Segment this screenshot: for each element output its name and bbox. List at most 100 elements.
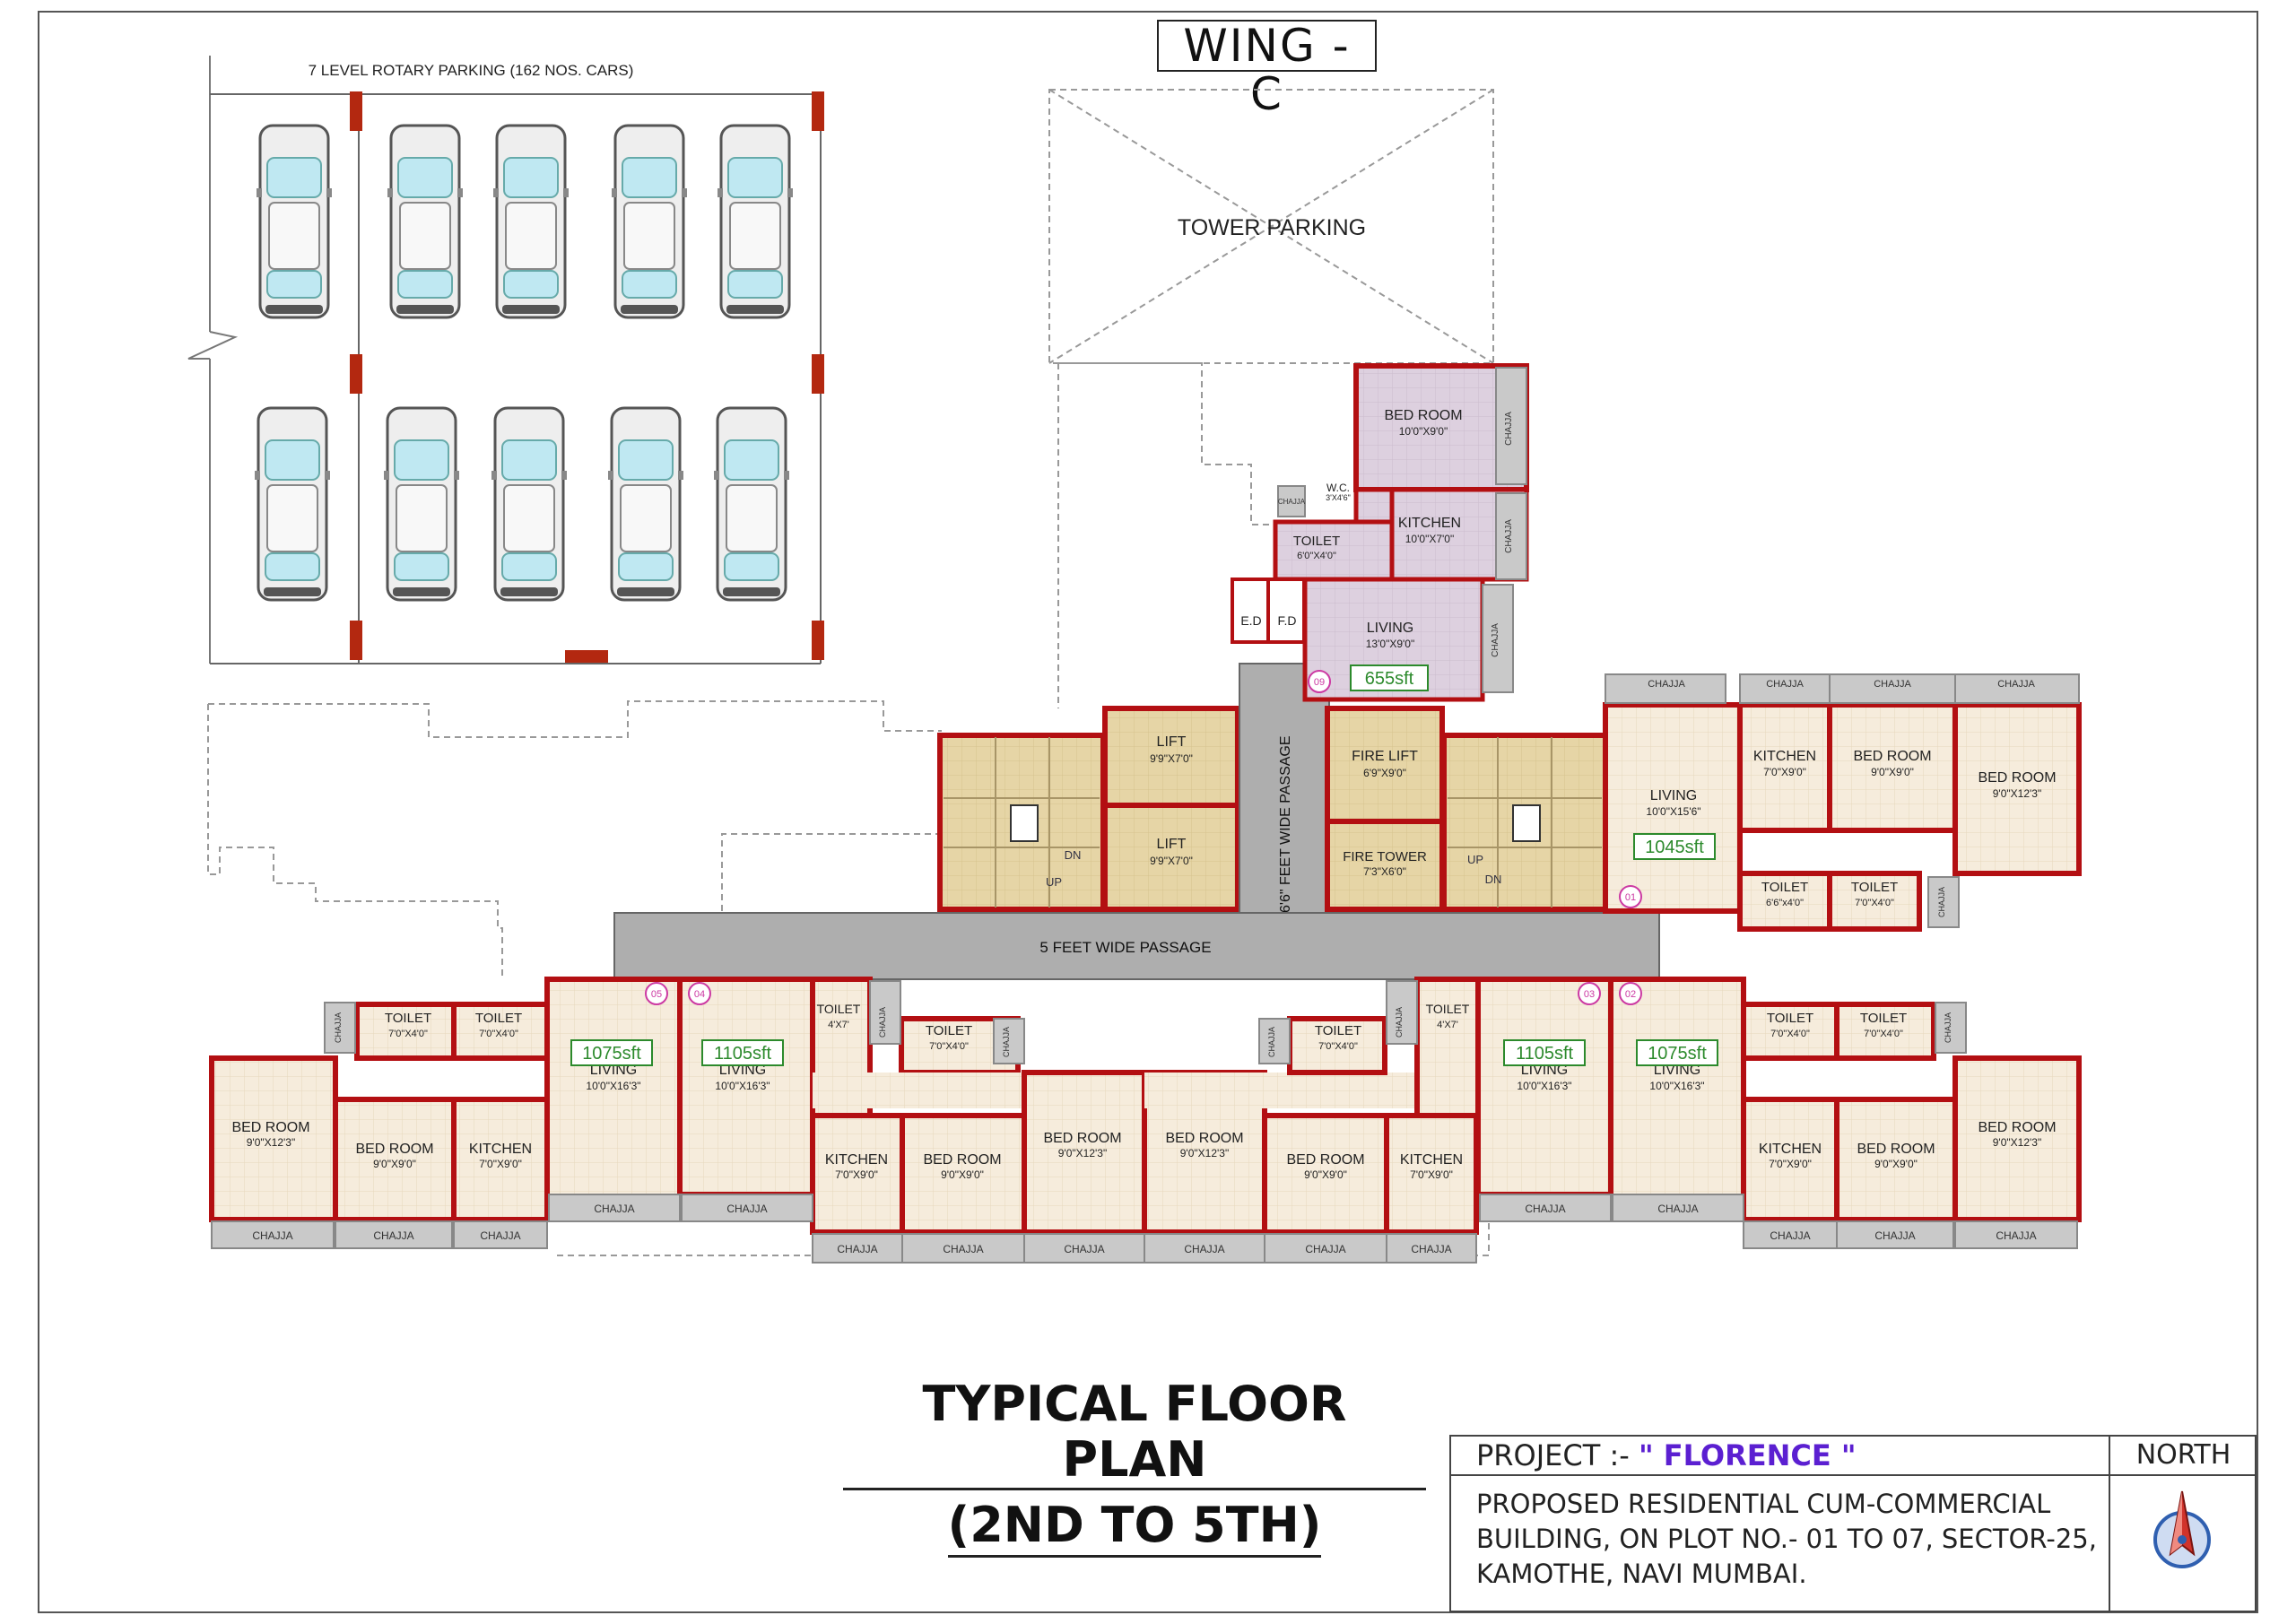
- room-size: 7'0"X4'0": [388, 1029, 428, 1039]
- chajja-label: CHAJJA: [334, 1012, 343, 1043]
- unit-area-tag: 1105sft: [714, 1044, 772, 1064]
- car-icon: [386, 124, 465, 319]
- room-name: BED ROOM: [1043, 1131, 1121, 1146]
- car-icon: [382, 406, 461, 602]
- unit-09: CHAJJA CHAJJA CHAJJA CHAJJA BED ROOM 10'…: [1231, 363, 1529, 702]
- chajja-label: CHAJJA: [1997, 679, 2035, 690]
- room-name: TOILET: [1860, 1011, 1907, 1026]
- chajja-label: CHAJJA: [1648, 679, 1685, 690]
- unit-04: CHAJJA CHAJJA LIVING 10'0"X16'3" TOILET …: [677, 977, 1147, 1235]
- chajja-label: CHAJJA: [726, 1203, 767, 1215]
- room-size: 10'0"X16'3": [586, 1080, 640, 1092]
- room-name: TOILET: [1761, 880, 1808, 895]
- description-line: KAMOTHE, NAVI MUMBAI.: [1476, 1559, 1807, 1589]
- room-name: LIFT: [1157, 837, 1187, 852]
- room-name: LIVING: [1521, 1063, 1568, 1078]
- project-description: PROPOSED RESIDENTIAL CUM-COMMERCIAL BUIL…: [1476, 1487, 2104, 1592]
- bottom-chajjas: CHAJJA CHAJJA CHAJJA CHAJJA CHAJJA CHAJJ…: [211, 1194, 2078, 1264]
- room-name: BED ROOM: [923, 1152, 1001, 1168]
- chajja-label: CHAJJA: [1504, 412, 1514, 446]
- chajja-label: CHAJJA: [1411, 1243, 1451, 1255]
- room-name: LIVING: [1650, 788, 1697, 803]
- chajja-label: CHAJJA: [1874, 1229, 1915, 1242]
- room-size: 9'0"X9'0": [941, 1168, 984, 1181]
- room-name: KITCHEN: [1398, 516, 1461, 531]
- room-name: 9'9"X7'0": [1150, 855, 1193, 867]
- chajja-label: CHAJJA: [594, 1203, 634, 1215]
- plan-title: TYPICAL FLOOR PLAN (2ND TO 5TH): [843, 1376, 1426, 1558]
- unit-area-tag: 655sft: [1365, 669, 1414, 689]
- fire-tower: [1325, 819, 1445, 912]
- unit-01: CHAJJA CHAJJA CHAJJA CHAJJA CHAJJA LIVIN…: [1603, 673, 2082, 932]
- chajja-label: CHAJJA: [1184, 1243, 1224, 1255]
- title-block: PROJECT :- " FLORENCE " NORTH PROPOSED R…: [1449, 1435, 2257, 1612]
- room-name: TOILET: [1851, 880, 1898, 895]
- chajja-label: CHAJJA: [1491, 623, 1500, 657]
- room-name: BED ROOM: [355, 1142, 433, 1157]
- unit-number-badge: 03: [1584, 989, 1595, 1000]
- chajja-label: CHAJJA: [1305, 1243, 1345, 1255]
- chajja-label: CHAJJA: [837, 1243, 877, 1255]
- vertical-passage-label: 6'6" FEET WIDE PASSAGE: [1278, 735, 1293, 913]
- room-name: BED ROOM: [1853, 749, 1931, 764]
- room-size: 10'0"X16'3": [715, 1080, 770, 1092]
- chajja-label: CHAJJA: [252, 1229, 292, 1242]
- room-size: 7'0"X9'0": [835, 1168, 878, 1181]
- room-size: 7'0"X4'0": [1318, 1041, 1358, 1052]
- plan-title-line1: TYPICAL FLOOR PLAN: [843, 1376, 1426, 1490]
- room-name: W.C.: [1326, 482, 1350, 494]
- chajja-label: CHAJJA: [1996, 1229, 2036, 1242]
- room-name: KITCHEN: [1400, 1152, 1463, 1168]
- chajja-label: CHAJJA: [1770, 1229, 1810, 1242]
- room-size: 7'3"X6'0": [1363, 865, 1406, 878]
- chajja-label: CHAJJA: [943, 1243, 983, 1255]
- vertical-passage: [1239, 663, 1330, 914]
- car-icon: [255, 124, 334, 319]
- rotary-parking: 7 LEVEL ROTARY PARKING (162 NOS. CARS): [187, 56, 824, 664]
- room-size: 3'X4'6": [1326, 493, 1351, 502]
- room-name: TOILET: [926, 1023, 972, 1038]
- fire-lift: [1325, 706, 1445, 824]
- project-row: PROJECT :- " FLORENCE ": [1451, 1437, 2110, 1476]
- room-name: BED ROOM: [1286, 1152, 1364, 1168]
- car-icon: [606, 406, 685, 602]
- unit-number-badge: 04: [694, 989, 705, 1000]
- unit-number-badge: 05: [651, 989, 662, 1000]
- room-size: 4'X7': [828, 1020, 849, 1030]
- room-size: 9'0"X12'3": [1993, 1136, 2041, 1149]
- unit-05: CHAJJA BED ROOM 9'0"X12'3" BED ROOM 9'0"…: [209, 977, 683, 1222]
- unit-number-badge: 09: [1314, 677, 1325, 688]
- room-size: 9'0"X9'0": [1871, 766, 1914, 778]
- chajja-label: CHAJJA: [373, 1229, 413, 1242]
- unit-number-badge: 02: [1625, 989, 1636, 1000]
- room-size: 7'0"X4'0": [1864, 1029, 1903, 1039]
- room-size: 7'0"X4'0": [479, 1029, 518, 1039]
- chajja-label: CHAJJA: [1395, 1007, 1404, 1038]
- description-line: BUILDING, ON PLOT NO.- 01 TO 07, SECTOR-…: [1476, 1524, 2097, 1554]
- car-icon: [610, 124, 689, 319]
- room-size: 9'0"X12'3": [1058, 1147, 1107, 1159]
- main-passage-label: 5 FEET WIDE PASSAGE: [1039, 939, 1211, 956]
- car-icon: [716, 124, 795, 319]
- room-size: 9'0"X12'3": [1180, 1147, 1229, 1159]
- unit-area-tag: 1075sft: [1648, 1044, 1707, 1064]
- unit-02: CHAJJA LIVING 10'0"X16'3" TOILET 7'0"X4'…: [1608, 977, 2082, 1222]
- building-core: DN UP DN UP LIFT 9'9"X7'0" LIFT 9'9"X7'0…: [937, 663, 1608, 914]
- main-passage: [613, 912, 1660, 980]
- tower-parking-label: TOWER PARKING: [1178, 215, 1366, 240]
- room-name: BED ROOM: [1978, 770, 2056, 786]
- room-size: 7'0"X4'0": [1770, 1029, 1810, 1039]
- room-name: LIVING: [719, 1063, 766, 1078]
- fire-duct-label: F.D: [1278, 613, 1297, 628]
- rotary-parking-label: 7 LEVEL ROTARY PARKING (162 NOS. CARS): [309, 62, 634, 79]
- room-size: 7'0"X4'0": [929, 1041, 969, 1052]
- room-name: TOILET: [1426, 1002, 1470, 1016]
- north-label: NORTH: [2110, 1437, 2257, 1476]
- stair-dn-label: DN: [1065, 848, 1082, 862]
- title-block-divider: [2109, 1476, 2110, 1612]
- unit-number-badge: 01: [1625, 892, 1636, 903]
- room-size: 10'0"X16'3": [1649, 1080, 1704, 1092]
- room-size: 6'9"X9'0": [1363, 767, 1406, 779]
- room-size: 10'0"X15'6": [1646, 805, 1700, 818]
